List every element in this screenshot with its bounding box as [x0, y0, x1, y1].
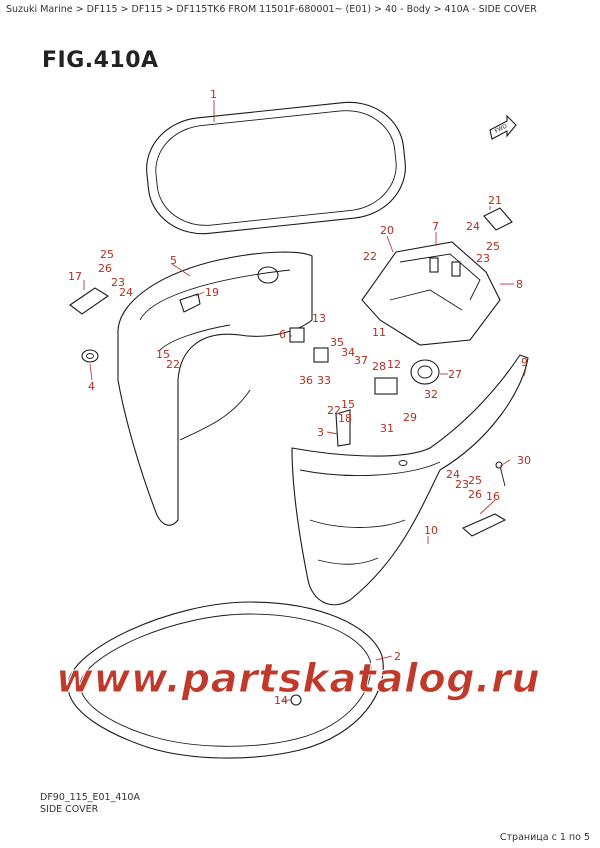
part-bracket-35 — [313, 347, 329, 363]
callout-10: 10 — [424, 524, 438, 537]
callout-15: 15 — [156, 348, 170, 361]
callout-19: 19 — [205, 286, 219, 299]
part-seal-ring-bottom — [67, 601, 384, 759]
callout-9: 9 — [521, 356, 528, 369]
callout-18: 18 — [338, 412, 352, 425]
callout-25b: 25 — [486, 240, 500, 253]
pagination: Страница с 1 по 5 — [499, 832, 590, 843]
callouts: 1 2 3 4 5 6 7 8 9 10 11 12 13 14 15 15 1… — [68, 88, 531, 707]
callout-26b: 26 — [468, 488, 482, 501]
callout-36: 36 — [299, 374, 313, 387]
callout-13: 13 — [312, 312, 326, 325]
part-bracket-assembly — [361, 241, 501, 346]
callout-17: 17 — [68, 270, 82, 283]
callout-11: 11 — [372, 326, 386, 339]
callout-22c: 22 — [327, 404, 341, 417]
breadcrumb-separator: > — [75, 4, 84, 15]
fwd-label: FWD — [494, 123, 508, 134]
callout-32: 32 — [424, 388, 438, 401]
breadcrumb: Suzuki Marine>DF115>DF115>DF115TK6 FROM … — [6, 4, 537, 15]
callout-5: 5 — [170, 254, 177, 267]
callout-21: 21 — [488, 194, 502, 207]
part-cover-21 — [483, 207, 513, 231]
watermark: www.partskatalog.ru — [55, 656, 541, 703]
figure-name: SIDE COVER — [40, 804, 99, 815]
callout-23c: 23 — [455, 478, 469, 491]
breadcrumb-separator: > — [433, 4, 442, 15]
part-seal-ring-top — [146, 101, 406, 235]
breadcrumb-link-df115[interactable]: DF115 — [86, 4, 118, 15]
leader-lines — [83, 100, 527, 701]
callout-20: 20 — [380, 224, 394, 237]
callout-4: 4 — [88, 380, 95, 393]
callout-8: 8 — [516, 278, 523, 291]
callout-7: 7 — [432, 220, 439, 233]
callout-35: 35 — [330, 336, 344, 349]
part-handle-17 — [69, 287, 110, 315]
callout-14: 14 — [274, 694, 288, 707]
figure-code: DF90_115_E01_410A — [40, 792, 140, 803]
callout-27: 27 — [448, 368, 462, 381]
callout-23b: 23 — [476, 252, 490, 265]
callout-23a: 23 — [111, 276, 125, 289]
callout-1: 1 — [210, 88, 217, 101]
callout-22a: 22 — [363, 250, 377, 263]
breadcrumb-link-serial-range[interactable]: DF115TK6 FROM 11501F-680001~ (E01) — [176, 4, 372, 15]
callout-34: 34 — [341, 346, 355, 359]
callout-28: 28 — [372, 360, 386, 373]
callout-16: 16 — [486, 490, 500, 503]
callout-22b: 22 — [166, 358, 180, 371]
callout-2: 2 — [394, 650, 401, 663]
part-handle-16 — [461, 513, 507, 537]
breadcrumb-link-suzuki-marine[interactable]: Suzuki Marine — [6, 4, 73, 15]
part-bracket-15 — [335, 409, 351, 447]
breadcrumb-link-df115-model[interactable]: DF115 — [131, 4, 163, 15]
part-cap-14 — [290, 694, 302, 706]
breadcrumb-current: 410A - SIDE COVER — [444, 4, 537, 15]
part-clip-19 — [179, 293, 201, 313]
callout-24a: 24 — [119, 286, 133, 299]
callout-29: 29 — [403, 411, 417, 424]
breadcrumb-link-body[interactable]: 40 - Body — [385, 4, 431, 15]
callout-3: 3 — [317, 426, 324, 439]
breadcrumb-separator: > — [374, 4, 383, 15]
callout-24c: 24 — [446, 468, 460, 481]
part-grommet-27 — [410, 359, 440, 385]
callout-6: 6 — [279, 328, 286, 341]
callout-31: 31 — [380, 422, 394, 435]
figure-title: FIG.410A — [42, 48, 159, 73]
callout-26a: 26 — [98, 262, 112, 275]
part-side-cover-right — [291, 354, 529, 606]
callout-33: 33 — [317, 374, 331, 387]
callout-30: 30 — [517, 454, 531, 467]
part-side-cover-left — [117, 251, 313, 526]
callout-15b: 15 — [341, 398, 355, 411]
part-grommet-4 — [81, 349, 99, 363]
breadcrumb-separator: > — [165, 4, 174, 15]
fwd-arrow-icon: FWD — [489, 114, 517, 140]
breadcrumb-separator: > — [120, 4, 129, 15]
callout-25a: 25 — [100, 248, 114, 261]
callout-37: 37 — [354, 354, 368, 367]
part-bracket-6 — [289, 327, 305, 343]
part-plate-28 — [374, 377, 398, 395]
callout-12: 12 — [387, 358, 401, 371]
callout-25c: 25 — [468, 474, 482, 487]
callout-24b: 24 — [466, 220, 480, 233]
